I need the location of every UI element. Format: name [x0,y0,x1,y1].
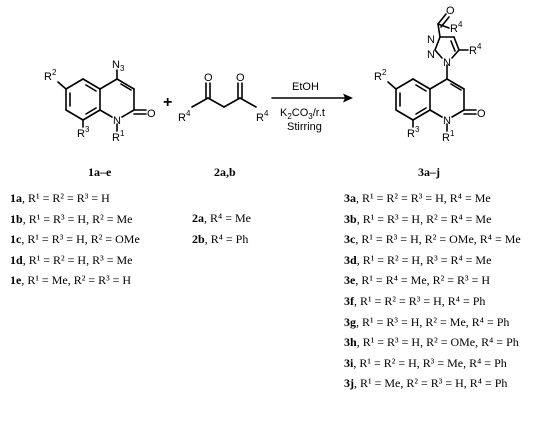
compound-id: 3e [344,273,356,288]
product-r3: R3 [407,125,420,140]
condition-solvent: EtOH [292,81,319,93]
substituent-definition: , R⁴ = Ph [204,231,249,246]
compound-id: 3a [344,191,356,205]
substituent-definition: , R¹ = R³ = H, R² = OMe [21,232,140,247]
list-item: 1e, R¹ = Me, R² = R³ = H [10,270,140,291]
reactant-2-oxygen-left: O [204,72,213,84]
compound-id: 3b [344,211,357,226]
reactant-1-label: 1a–e [88,165,112,179]
reactant-2-label: 2a,b [214,165,236,179]
product-r4-acyl: R4 [450,20,463,35]
list-item: 3b, R¹ = R³ = H, R² = R⁴ = Me [344,209,521,230]
compound-id: 3c [344,232,356,247]
reactant-2-structure [191,82,257,108]
substituent-definition: , R¹ = R² = R³ = H, R⁴ = Ph [354,293,486,308]
list-item: 3c, R¹ = R³ = H, R² = OMe, R⁴ = Me [344,229,521,250]
substituent-definition: , R⁴ = Me [204,211,251,225]
compound-id: 3i [344,355,354,370]
reactant-2-oxygen-right: O [236,72,245,84]
list-item: 3i, R¹ = R² = H, R³ = Me, R⁴ = Ph [344,353,521,374]
substituent-definition: , R¹ = R⁴ = Me, R² = R³ = H [355,273,491,288]
list-item: 1d, R¹ = R² = H, R³ = Me [10,250,140,271]
product-triazole-n2: N [427,49,435,61]
list-item: 3j, R¹ = Me, R² = R³ = H, R⁴ = Ph [344,373,521,394]
list-item: 3a, R¹ = R² = R³ = H, R⁴ = Me [344,188,521,209]
substituent-definition: , R¹ = Me, R² = R³ = H, R⁴ = Ph [354,376,508,391]
condition-base: K2CO3/r.t [280,107,325,121]
list-item: 1a, R¹ = R² = R³ = H [10,188,140,209]
product-oxygen: O [477,108,486,120]
list-item: 2a, R⁴ = Me [192,208,251,229]
reaction-arrow [271,93,353,103]
list-item: 3f, R¹ = R² = R³ = H, R⁴ = Ph [344,291,521,312]
reactant-1-r3: R3 [77,125,90,140]
compound-id: 3h [344,335,357,350]
reactant-1-r1: R1 [112,129,125,144]
compound-id: 1a [10,191,22,205]
substituent-definition: , R¹ = Me, R² = R³ = H [21,273,132,288]
substituent-definition: , R¹ = R² = H, R³ = R⁴ = Me [356,252,492,267]
product-triazole-n1: N [427,34,435,46]
compound-id: 1e [10,273,22,288]
substituent-definition: , R¹ = R³ = H, R² = OMe, R⁴ = Me [355,232,521,247]
substituent-definition: , R¹ = R² = R³ = H, R⁴ = Me [356,191,491,205]
reactant-2-r4-right: R4 [256,109,269,124]
compound-id: 3j [344,376,354,391]
list-item: 3h, R¹ = R³ = H, R² = OMe, R⁴ = Ph [344,332,521,353]
compound-id: 3g [344,314,356,329]
list-item: 3e, R¹ = R⁴ = Me, R² = R³ = H [344,270,521,291]
substituent-definition: , R¹ = R³ = H, R² = Me [22,211,133,226]
substituent-definition: , R¹ = R³ = H, R² = OMe, R⁴ = Ph [356,335,519,350]
compound-id: 1d [10,252,23,267]
substituent-definition: , R¹ = R² = H, R³ = Me [22,252,133,267]
product-r2: R2 [374,68,387,83]
product-r4-ring: R4 [469,42,482,57]
list-item: 2b, R⁴ = Ph [192,229,251,250]
reactant-1-azide-n: N3 [112,59,125,73]
product-triazole-n3: N [443,57,451,69]
compound-id: 3d [344,252,357,267]
compound-id: 2a [192,211,204,225]
reactant-1-oxygen: O [147,108,156,120]
list-item: 1b, R¹ = R³ = H, R² = Me [10,209,140,230]
product-r1: R1 [442,129,455,144]
product-acyl-oxygen: O [446,5,455,17]
condition-mode: Stirring [287,121,322,133]
reactant-1-structure [57,69,147,132]
compound-id: 1c [10,232,22,247]
compound-id: 3f [344,293,354,308]
product-nitrogen: N [443,115,451,127]
substituent-definition: , R¹ = R³ = H, R² = R⁴ = Me [356,211,492,226]
compound-id: 2b [192,231,205,246]
reactant-1-nitrogen: N [113,115,121,127]
substituent-definition: , R¹ = R³ = H, R² = Me, R⁴ = Ph [356,314,510,329]
plus-sign: + [163,94,172,111]
compound-id: 1b [10,211,23,226]
product-label: 3a–j [418,165,440,179]
substituent-definition: , R¹ = R² = R³ = H [22,191,110,205]
list-item: 1c, R¹ = R³ = H, R² = OMe [10,229,140,250]
reactant-2-r4-left: R4 [178,109,191,124]
reactant-1-r2: R2 [44,68,57,83]
list-item: 3d, R¹ = R² = H, R³ = R⁴ = Me [344,250,521,271]
list-item: 3g, R¹ = R³ = H, R² = Me, R⁴ = Ph [344,312,521,333]
substituent-definition: , R¹ = R² = H, R³ = Me, R⁴ = Ph [353,355,507,370]
product-structure [387,13,477,132]
